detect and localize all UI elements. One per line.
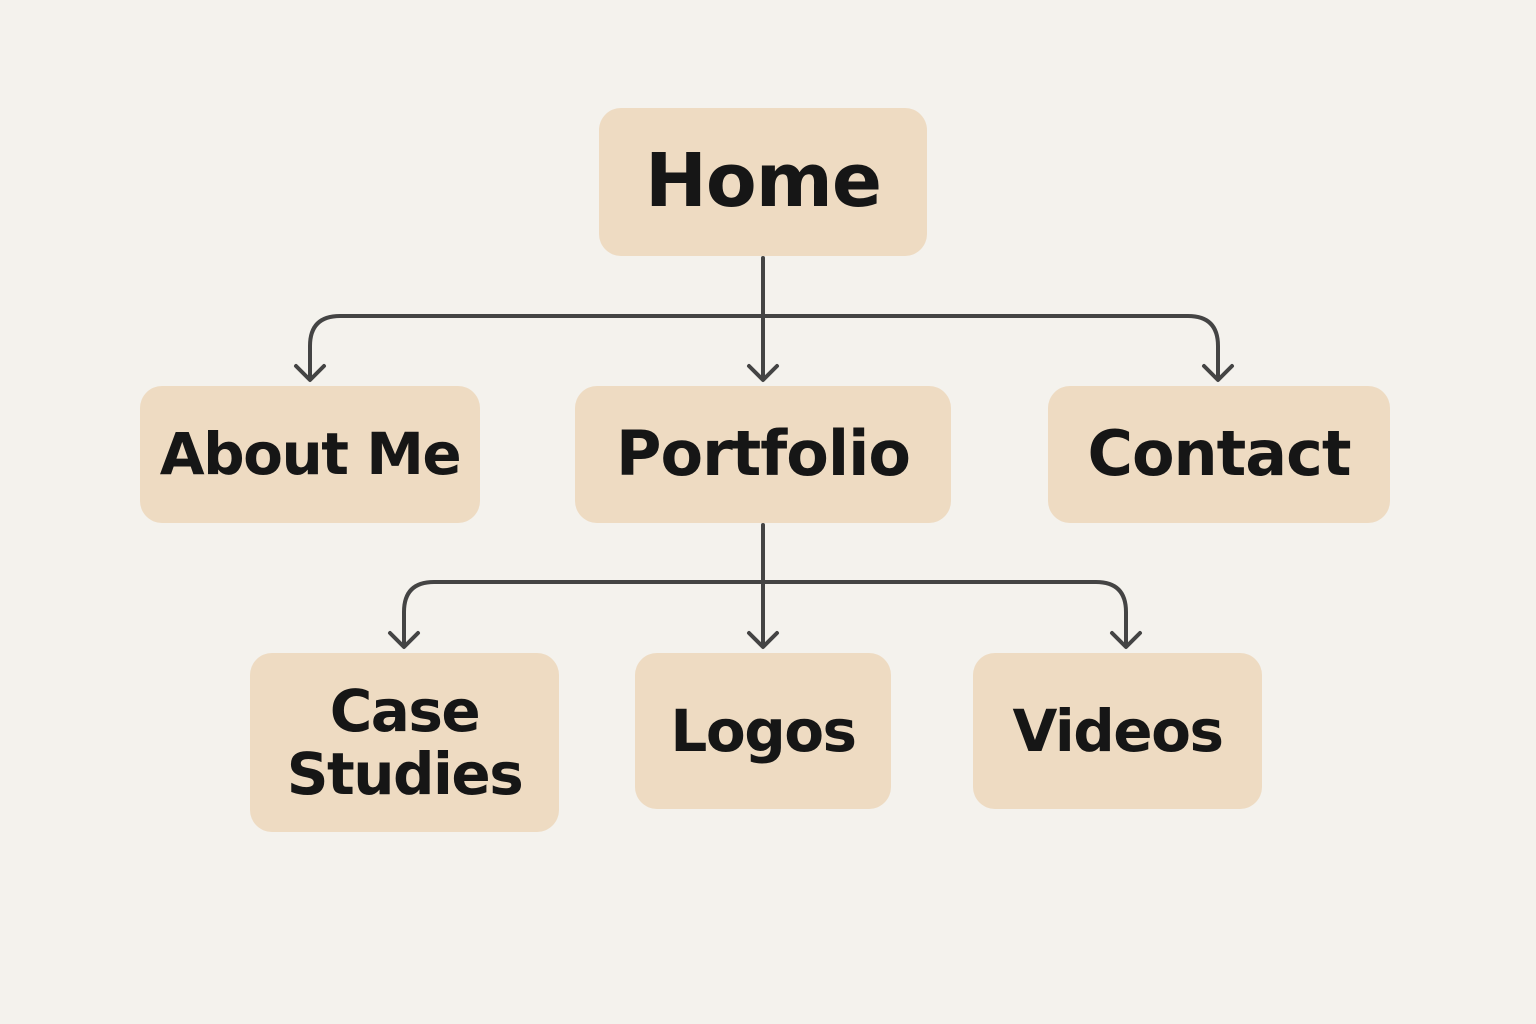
connector-home-about <box>308 314 765 380</box>
connector-portfolio-videos <box>761 580 1128 647</box>
node-videos-label: Videos <box>1012 696 1224 765</box>
node-portfolio: Portfolio <box>575 386 951 523</box>
node-case-studies-label: Case Studies <box>286 676 524 808</box>
connector-portfolio-case <box>402 580 765 647</box>
arrowhead-portfolio <box>747 364 779 382</box>
connector-home-contact <box>761 314 1220 380</box>
arrowhead-videos <box>1110 631 1142 649</box>
node-logos-label: Logos <box>670 696 857 765</box>
node-about-me: About Me <box>140 386 480 523</box>
arrowhead-logos <box>747 631 779 649</box>
node-home: Home <box>599 108 927 256</box>
node-logos: Logos <box>635 653 891 809</box>
arrowhead-case-studies <box>388 631 420 649</box>
node-videos: Videos <box>973 653 1262 809</box>
node-about-me-label: About Me <box>159 420 462 489</box>
arrowhead-contact <box>1202 364 1234 382</box>
node-home-label: Home <box>644 138 882 225</box>
node-contact-label: Contact <box>1087 417 1351 491</box>
node-portfolio-label: Portfolio <box>616 417 911 491</box>
arrowhead-about <box>294 364 326 382</box>
node-case-studies: Case Studies <box>250 653 559 832</box>
node-contact: Contact <box>1048 386 1390 523</box>
